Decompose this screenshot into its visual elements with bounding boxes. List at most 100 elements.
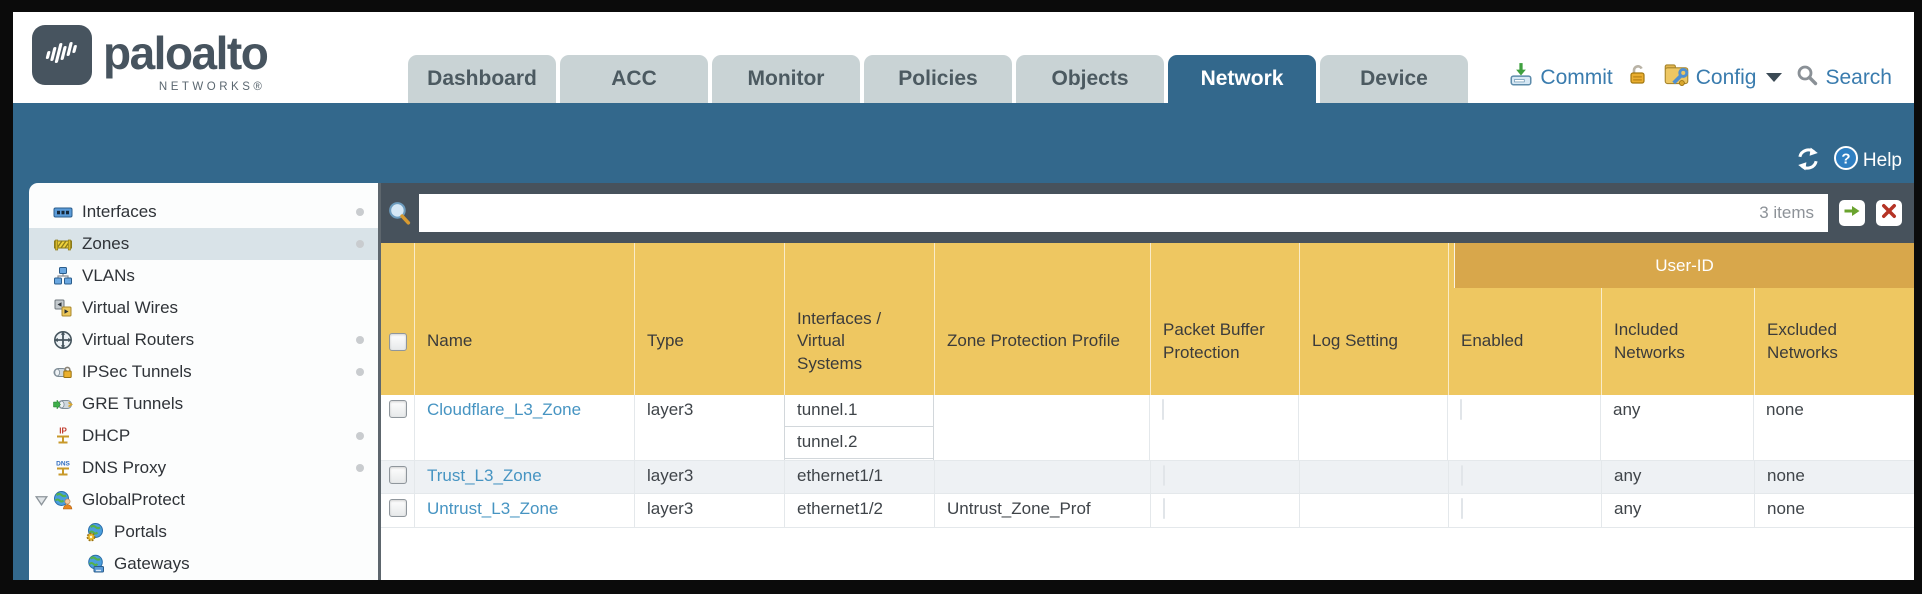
zone-protection-profile-cell — [935, 461, 1151, 493]
zone-protection-profile-cell — [934, 395, 1150, 460]
config-dot — [356, 368, 364, 376]
sidebar-panel: Interfaces Zones — [29, 183, 378, 580]
table-row: Untrust_L3_Zone layer3 ethernet1/2 Untru… — [381, 494, 1914, 528]
packet-buffer-protection-cell — [1150, 395, 1299, 460]
packet-buffer-protection-checkbox[interactable] — [1162, 399, 1164, 420]
excluded-networks-cell: none — [1767, 466, 1805, 485]
zone-name-link[interactable]: Untrust_L3_Zone — [427, 499, 559, 518]
zone-protection-profile-cell: Untrust_Zone_Prof — [935, 494, 1151, 527]
help-icon: ? — [1833, 145, 1859, 177]
interface-item: tunnel.2 — [785, 427, 933, 459]
row-checkbox[interactable] — [388, 400, 407, 418]
config-menu-button[interactable]: Config — [1663, 61, 1783, 94]
column-header-zone-protection-profile[interactable]: Zone Protection Profile — [935, 243, 1151, 395]
included-networks-cell: any — [1601, 395, 1754, 460]
commit-button[interactable]: Commit — [1508, 62, 1613, 94]
sidebar-item-virtual-wires[interactable]: Virtual Wires — [29, 292, 378, 324]
zone-name-link[interactable]: Trust_L3_Zone — [427, 466, 542, 485]
filter-search-input[interactable]: 3 items — [419, 194, 1828, 232]
help-button[interactable]: ? Help — [1833, 145, 1902, 177]
tab-monitor[interactable]: Monitor — [712, 55, 860, 103]
globalprotect-icon — [53, 490, 73, 510]
config-dot — [356, 432, 364, 440]
sidebar-item-globalprotect[interactable]: GlobalProtect — [29, 484, 378, 516]
apply-filter-arrow-icon — [1842, 201, 1862, 226]
table-row: Trust_L3_Zone layer3 ethernet1/1 any non… — [381, 461, 1914, 494]
zone-type-cell: layer3 — [635, 395, 785, 460]
tab-policies[interactable]: Policies — [864, 55, 1012, 103]
zone-interfaces-cell: ethernet1/1 — [785, 461, 935, 493]
brand-wordmark: paloalto — [103, 27, 269, 79]
user-id-enabled-cell — [1448, 395, 1601, 460]
packet-buffer-protection-checkbox[interactable] — [1163, 465, 1165, 486]
paloalto-logo: paloalto NETWORKS® — [32, 25, 269, 93]
tab-device[interactable]: Device — [1320, 55, 1468, 103]
excluded-networks-cell: none — [1766, 400, 1804, 419]
header-checkbox-cell — [381, 243, 415, 395]
column-header-name[interactable]: Name — [415, 243, 635, 395]
svg-text:?: ? — [1841, 151, 1850, 168]
packet-buffer-protection-checkbox[interactable] — [1163, 498, 1165, 519]
zone-type-cell: layer3 — [635, 461, 785, 493]
zone-interfaces-cell: tunnel.1 tunnel.2 — [784, 395, 934, 460]
column-header-type[interactable]: Type — [635, 243, 785, 395]
included-networks-cell: any — [1602, 494, 1755, 527]
column-header-excluded-networks[interactable]: Excluded Networks — [1767, 320, 1838, 362]
apply-filter-button[interactable] — [1839, 200, 1865, 226]
log-setting-cell — [1300, 461, 1449, 493]
column-header-enabled[interactable]: Enabled — [1449, 243, 1602, 395]
table-header: User-ID Name Type Interfaces / Virtual S… — [381, 243, 1914, 395]
tab-acc[interactable]: ACC — [560, 55, 708, 103]
sidebar-item-gateways[interactable]: Gateways — [29, 548, 378, 580]
select-all-checkbox[interactable] — [388, 332, 407, 351]
column-header-interfaces[interactable]: Interfaces / Virtual Systems — [785, 243, 935, 395]
user-id-enabled-cell — [1449, 494, 1602, 527]
row-checkbox[interactable] — [388, 499, 407, 517]
search-button[interactable]: Search — [1795, 63, 1892, 93]
sidebar-content-divider — [378, 183, 381, 580]
brand-sub: NETWORKS® — [158, 81, 266, 93]
interfaces-icon — [53, 202, 73, 222]
row-checkbox[interactable] — [388, 466, 407, 484]
user-id-group-header: User-ID — [1454, 243, 1914, 288]
user-id-enabled-checkbox[interactable] — [1460, 399, 1462, 420]
column-header-included-networks[interactable]: Included Networks — [1602, 243, 1755, 395]
config-dot — [356, 240, 364, 248]
utility-bar: Commit — [1508, 61, 1892, 94]
tab-dashboard[interactable]: Dashboard — [408, 55, 556, 103]
sidebar-item-virtual-routers[interactable]: Virtual Routers — [29, 324, 378, 356]
user-id-enabled-checkbox[interactable] — [1461, 465, 1463, 486]
paloalto-soundwave-icon — [32, 25, 92, 85]
main-tabs: Dashboard ACC Monitor Policies Objects N… — [408, 55, 1468, 103]
top-header: paloalto NETWORKS® Dashboard ACC Monitor… — [13, 12, 1914, 103]
lock-icon — [1626, 63, 1650, 93]
tab-objects[interactable]: Objects — [1016, 55, 1164, 103]
caret-down-icon — [1766, 73, 1783, 82]
sidebar-item-dhcp[interactable]: IP DHCP — [29, 420, 378, 452]
refresh-button[interactable] — [1795, 146, 1821, 177]
lock-button[interactable] — [1626, 63, 1650, 93]
zone-name-link[interactable]: Cloudflare_L3_Zone — [427, 400, 582, 419]
table-row: Cloudflare_L3_Zone layer3 tunnel.1 tunne… — [381, 395, 1914, 461]
column-header-packet-buffer-protection[interactable]: Packet Buffer Protection — [1151, 243, 1300, 395]
sidebar-item-ipsec-tunnels[interactable]: IPSec Tunnels — [29, 356, 378, 388]
ipsec-tunnels-icon — [53, 362, 73, 382]
sidebar-item-gre-tunnels[interactable]: GRE Tunnels — [29, 388, 378, 420]
items-count: 3 items — [1759, 203, 1814, 222]
column-header-log-setting[interactable]: Log Setting — [1300, 243, 1449, 395]
excluded-networks-cell: none — [1767, 499, 1805, 518]
teal-band: ? Help — [13, 103, 1914, 183]
dhcp-icon: IP — [53, 426, 73, 446]
sidebar-item-portals[interactable]: Portals — [29, 516, 378, 548]
clear-filter-button[interactable] — [1876, 200, 1902, 226]
expand-triangle-icon[interactable] — [34, 493, 49, 508]
sidebar-item-zones[interactable]: Zones — [29, 228, 378, 260]
tab-network[interactable]: Network — [1168, 55, 1316, 103]
clear-filter-x-icon — [1880, 202, 1898, 225]
sidebar-item-vlans[interactable]: VLANs — [29, 260, 378, 292]
commit-upload-icon — [1508, 62, 1534, 94]
app-window: paloalto NETWORKS® Dashboard ACC Monitor… — [13, 12, 1914, 580]
sidebar-item-dns-proxy[interactable]: DNS DNS Proxy — [29, 452, 378, 484]
user-id-enabled-checkbox[interactable] — [1461, 498, 1463, 519]
sidebar-item-interfaces[interactable]: Interfaces — [29, 196, 378, 228]
